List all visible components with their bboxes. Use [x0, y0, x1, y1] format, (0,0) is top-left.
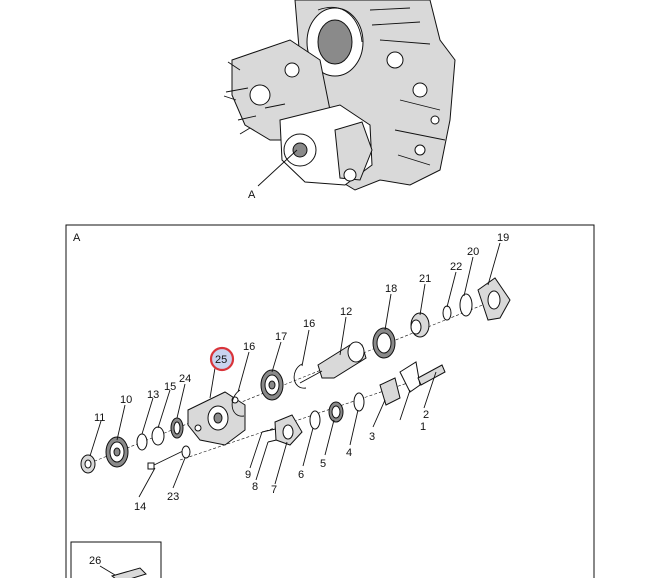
callout-2: 2	[423, 409, 429, 421]
callout-15: 15	[164, 381, 176, 393]
inset-box	[70, 541, 162, 578]
callout-16-b: 16	[303, 318, 315, 330]
detail-view-title: A	[73, 232, 81, 244]
callout-23: 23	[167, 491, 179, 503]
engine-overview-illustration	[223, 0, 456, 191]
callout-16-a: 16	[243, 341, 255, 353]
part-shapes	[80, 277, 511, 474]
engine-view-callout-a: A	[248, 189, 256, 201]
callout-1: 1	[420, 421, 426, 433]
inset-part-shape	[110, 567, 147, 578]
callout-24: 24	[179, 373, 191, 385]
leader-lines	[89, 242, 501, 578]
callout-5: 5	[320, 458, 326, 470]
detail-frame	[65, 224, 595, 578]
highlighted-callout-25[interactable]: 25	[209, 346, 235, 372]
callout-11: 11	[94, 412, 105, 424]
callout-8: 8	[252, 481, 258, 493]
highlight-ring	[209, 346, 235, 372]
callout-18: 18	[385, 283, 397, 295]
callout-22: 22	[450, 261, 462, 273]
callout-6: 6	[298, 469, 304, 481]
callout-20: 20	[467, 246, 479, 258]
callout-19: 19	[497, 232, 509, 244]
callout-14: 14	[134, 501, 146, 513]
callout-13: 13	[147, 389, 159, 401]
callout-17: 17	[275, 331, 287, 343]
callout-10: 10	[120, 394, 132, 406]
callout-12: 12	[340, 306, 352, 318]
callout-4: 4	[346, 447, 352, 459]
callout-9: 9	[245, 469, 251, 481]
callout-26: 26	[89, 555, 101, 567]
callout-21: 21	[419, 273, 431, 285]
callout-7: 7	[271, 484, 277, 496]
callout-25: 25	[215, 354, 227, 366]
callout-3: 3	[369, 431, 375, 443]
callout-labels: 1 2 3 4 5 6 7 8 9 10 11 12 13 14 15 16 1…	[89, 232, 509, 567]
